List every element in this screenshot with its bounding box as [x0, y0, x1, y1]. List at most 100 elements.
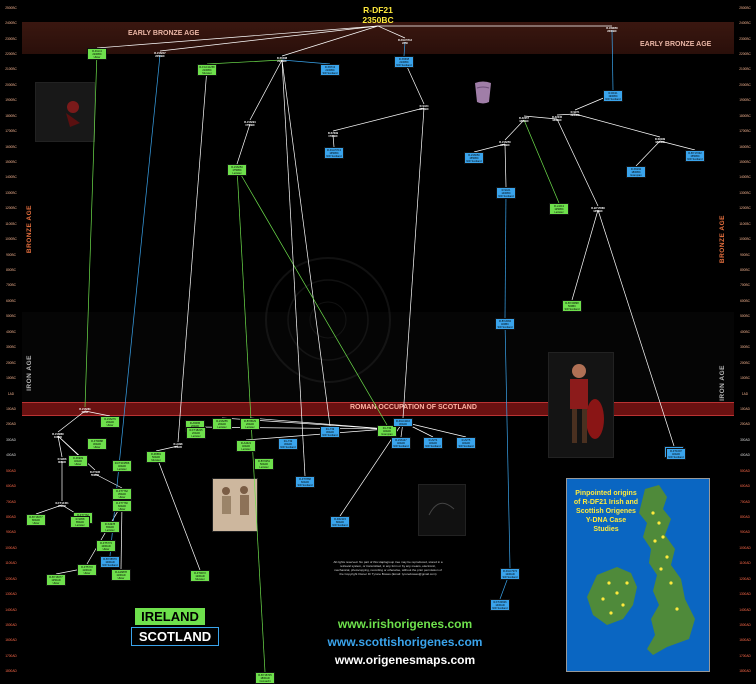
- timescale-tick: 700BC: [740, 283, 750, 288]
- node-line: 200AD: [246, 422, 254, 426]
- website-origenes[interactable]: www.origenesmaps.com: [334, 653, 476, 667]
- node-line: Munster: [151, 458, 161, 462]
- node-line: SW Scotland: [502, 575, 518, 579]
- node-line: 300AD: [93, 442, 101, 446]
- node-line: 400AD: [397, 441, 405, 445]
- node-line: Leinster: [241, 447, 251, 451]
- timescale-tick: 1200BC: [739, 206, 751, 211]
- node-line: R-FT9672: [194, 571, 206, 575]
- node-line: R-BY2084: [499, 319, 511, 323]
- website-scottish[interactable]: www.scottishorigenes.com: [327, 635, 483, 649]
- root-date: 2350BC: [362, 15, 394, 25]
- tree-link: [281, 59, 331, 427]
- tree-link: [57, 410, 86, 433]
- node-line: 1850BC: [519, 119, 529, 123]
- timescale-tick: 1100AD: [739, 561, 751, 566]
- tree-link: [35, 504, 63, 515]
- node-line: 2100BC: [325, 68, 335, 72]
- tree-link: [155, 454, 201, 571]
- timescale-tick: 1200AD: [5, 576, 17, 581]
- tree-link: [659, 140, 696, 151]
- tree-link: [236, 167, 388, 426]
- node-line: Leinster: [259, 465, 269, 469]
- node-line: R-L739: [382, 426, 392, 430]
- node-line: 2350: [402, 41, 408, 45]
- iron-age-background: [22, 312, 734, 402]
- node-line: 400AD: [462, 441, 470, 445]
- node-line: Leinster: [217, 425, 227, 429]
- timescale-tick: 400BC: [740, 329, 750, 334]
- website-irish[interactable]: www.irishorigenes.com: [337, 617, 473, 631]
- node-line: Leinster: [105, 528, 115, 532]
- timescale-tick: 1000AD: [739, 545, 751, 550]
- node-line: NW Scotland: [498, 194, 514, 198]
- node-line: R-DF2115: [334, 517, 346, 521]
- timescale-tick: 700AD: [6, 499, 16, 504]
- tree-link: [611, 29, 614, 91]
- early-bronze-age-label-left: EARLY BRONZE AGE: [128, 30, 200, 37]
- timescale-tick: 600AD: [6, 484, 16, 489]
- tree-link: [504, 143, 507, 188]
- node-line: 2300BC: [607, 29, 617, 33]
- timescale-tick: 700BC: [6, 283, 16, 288]
- node-line: R-Z16255: [216, 419, 228, 423]
- tree-link: [281, 59, 306, 477]
- tree-link: [523, 119, 560, 204]
- early-bronze-age-band: [22, 22, 734, 54]
- node-line: Ulster: [52, 581, 60, 585]
- timescale-tick: 900BC: [6, 252, 16, 257]
- node-line: 200AD: [186, 425, 203, 428]
- tree-link: [574, 113, 661, 138]
- node-line: R-S958: [75, 517, 85, 521]
- timescale-tick: 1300AD: [739, 592, 751, 597]
- node-line: R-Z16250: [499, 140, 511, 144]
- ireland-legend: IRELAND: [135, 608, 205, 625]
- tree-link: [245, 428, 388, 441]
- timescale-tick: 100BC: [6, 376, 16, 381]
- timescale-tick: 200BC: [6, 360, 16, 365]
- node-line: R-FT14451: [55, 501, 69, 505]
- node-line: R-BY28579: [103, 557, 117, 561]
- node-line: Grampian: [381, 432, 393, 436]
- node-line: 400BC: [501, 322, 509, 326]
- node-line: R-FT5772: [81, 565, 93, 569]
- timescale-tick: 200BC: [740, 360, 750, 365]
- node-line: 1700BC: [328, 134, 338, 138]
- node-line: 600AD: [118, 504, 126, 508]
- node-line: R-FGC7374: [503, 569, 517, 573]
- node-line: 650AD: [106, 525, 114, 529]
- tree-link: [206, 59, 283, 65]
- node-line: 2100BC: [277, 59, 287, 63]
- node-line: 1000AD: [105, 560, 115, 564]
- timescale-tick: 600BC: [6, 298, 16, 303]
- node-line: SW Scotland: [458, 444, 474, 448]
- timescale-tick: 1AD: [7, 391, 15, 396]
- tree-link: [504, 321, 511, 569]
- node-line: R-A998: [173, 442, 183, 446]
- node-line: R-S5668: [398, 57, 410, 61]
- node-line: 1400AD: [495, 603, 505, 607]
- tree-link: [109, 54, 161, 557]
- node-line: R-Z6581: [150, 452, 162, 456]
- node-line: 1400BC: [501, 191, 511, 195]
- timescale-tick: 1200AD: [739, 576, 751, 581]
